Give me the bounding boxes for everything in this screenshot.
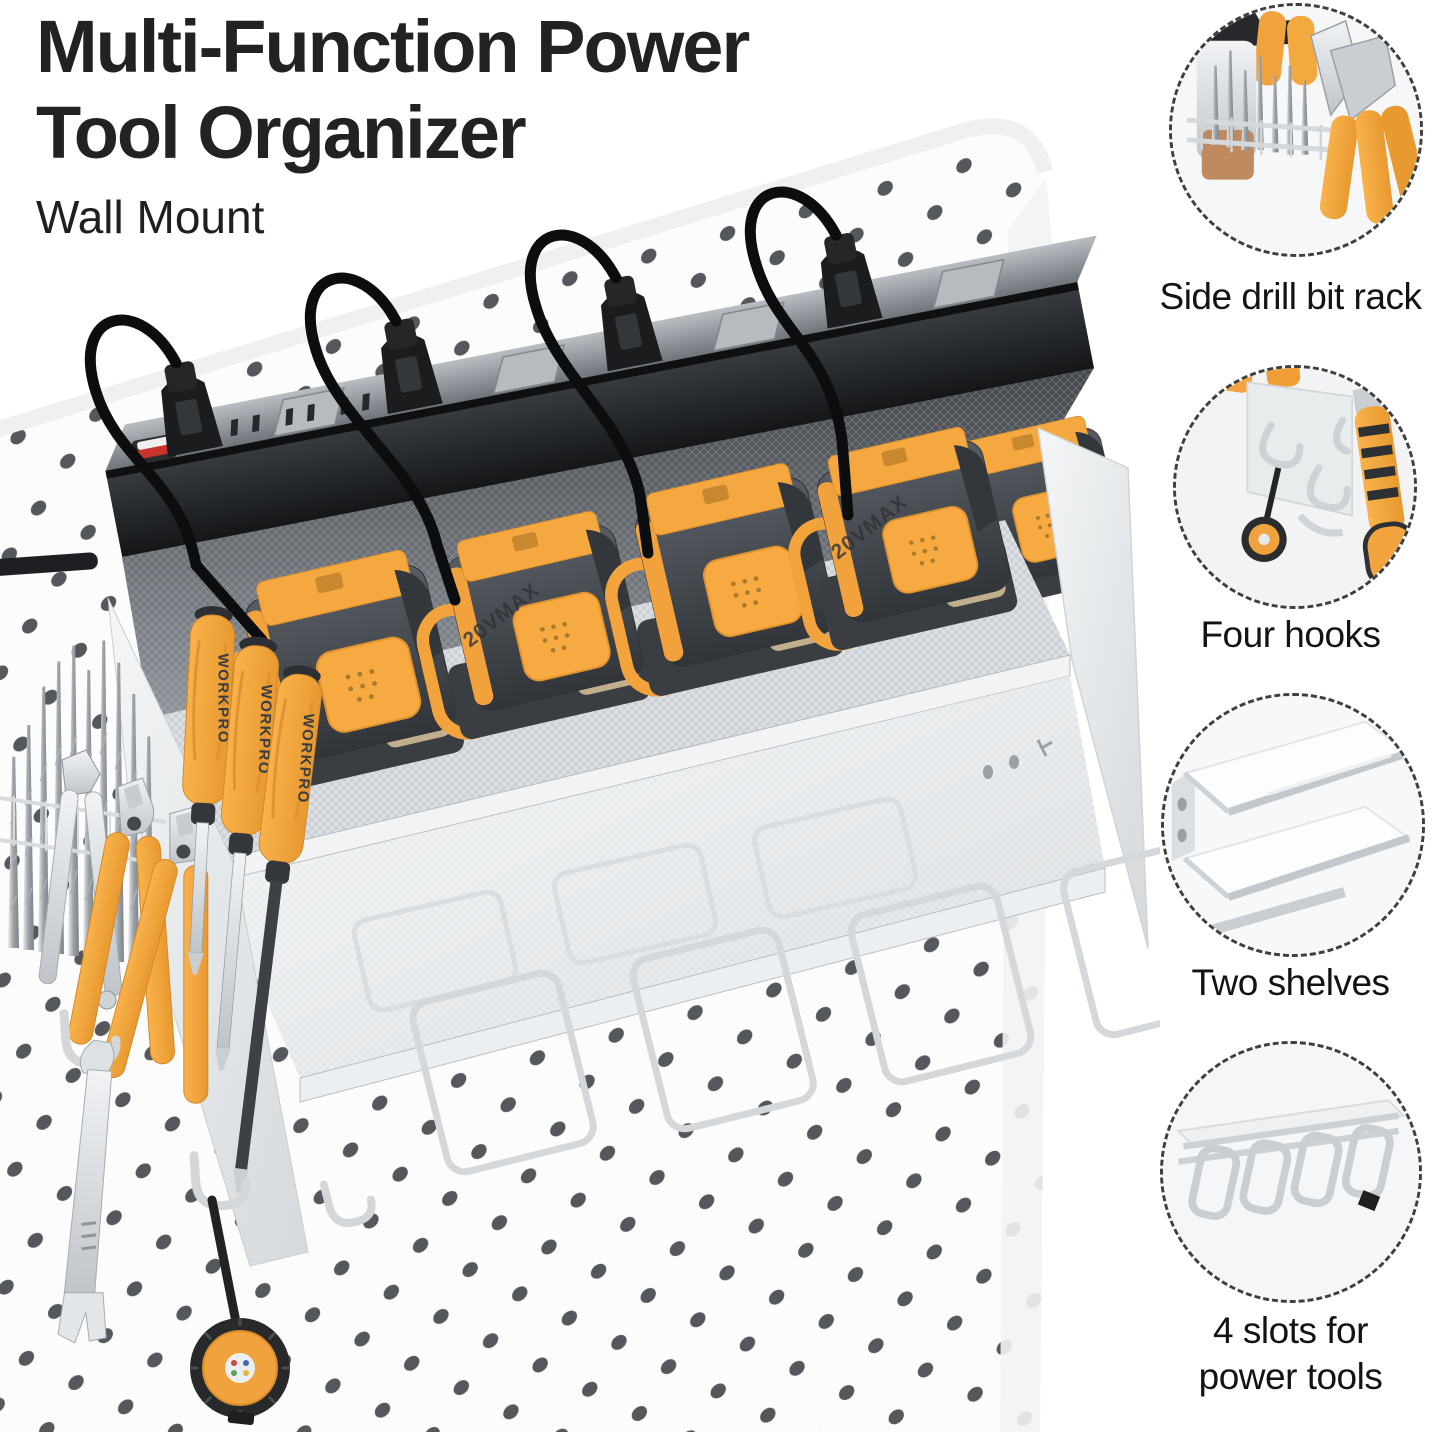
cord-2 — [304, 272, 461, 606]
two-shelves-icon — [1164, 696, 1422, 954]
tool-slot-2 — [629, 926, 817, 1133]
plug-4 — [820, 233, 883, 329]
tool-slot-4 — [1060, 841, 1160, 1039]
charging-cords — [84, 186, 854, 646]
side-drill-bit-rack-icon — [1172, 6, 1420, 254]
power-tool-slots — [409, 841, 1160, 1176]
pegboard-top-edge — [0, 118, 1053, 437]
page-title: Multi-Function Power Tool Organizer — [36, 4, 750, 176]
page-title-block: Multi-Function Power Tool Organizer Wall… — [36, 4, 750, 244]
feature-label-four-slots: 4 slots for power tools — [1198, 1310, 1383, 1397]
tool-slot-3 — [847, 882, 1035, 1086]
feature-label-side-drill-bit-rack: Side drill bit rack — [1159, 276, 1422, 317]
feature-label-four-hooks: Four hooks — [1200, 614, 1381, 655]
feature-label-two-shelves: Two shelves — [1191, 962, 1390, 1003]
title-line-2: Tool Organizer — [36, 91, 527, 174]
four-hooks-icon — [1176, 368, 1414, 606]
plug-1 — [161, 361, 223, 457]
screwdriver-2: WORKPRO — [215, 636, 279, 1071]
bottom-shelf — [215, 676, 1106, 1103]
main-illustration: 20VMAX 20VMAX — [0, 118, 1160, 1432]
plug-2 — [381, 318, 443, 415]
brand-text: WORKPRO — [294, 713, 317, 804]
tool-slot-1 — [409, 969, 597, 1176]
plug-row — [161, 233, 883, 457]
hook-2 — [189, 1151, 251, 1211]
title-line-1: Multi-Function Power — [36, 5, 750, 88]
right-side-panel — [1037, 426, 1149, 949]
basket-dividers — [351, 796, 919, 1013]
battery-dock-row: 20VMAX 20VMAX — [197, 423, 1019, 802]
subtitle-wall-mount: Wall Mount — [36, 191, 265, 243]
wrench — [57, 1039, 115, 1344]
drain-holes — [983, 739, 1053, 779]
feature-circle-four-slots — [1160, 1041, 1422, 1303]
plug-3 — [600, 275, 663, 372]
power-strip-switch — [132, 434, 177, 465]
feature-circle-two-shelves — [1161, 693, 1425, 957]
brand-text: WORKPRO — [215, 653, 232, 744]
feature-circle-four-hooks — [1173, 365, 1417, 609]
power-cord-stub — [0, 552, 98, 577]
screwdriver-3: WORKPRO — [233, 665, 322, 1193]
cord-3 — [524, 229, 654, 559]
outlet-row — [272, 258, 1005, 438]
four-slots-icon — [1163, 1044, 1419, 1300]
feature-circle-side-drill-bit-rack — [1169, 3, 1423, 257]
screwdriver-1: WORKPRO — [182, 606, 236, 975]
tape-measure — [190, 1195, 290, 1426]
cord-1 — [84, 314, 268, 646]
hook-3 — [319, 1180, 376, 1227]
cord-4 — [744, 186, 854, 521]
